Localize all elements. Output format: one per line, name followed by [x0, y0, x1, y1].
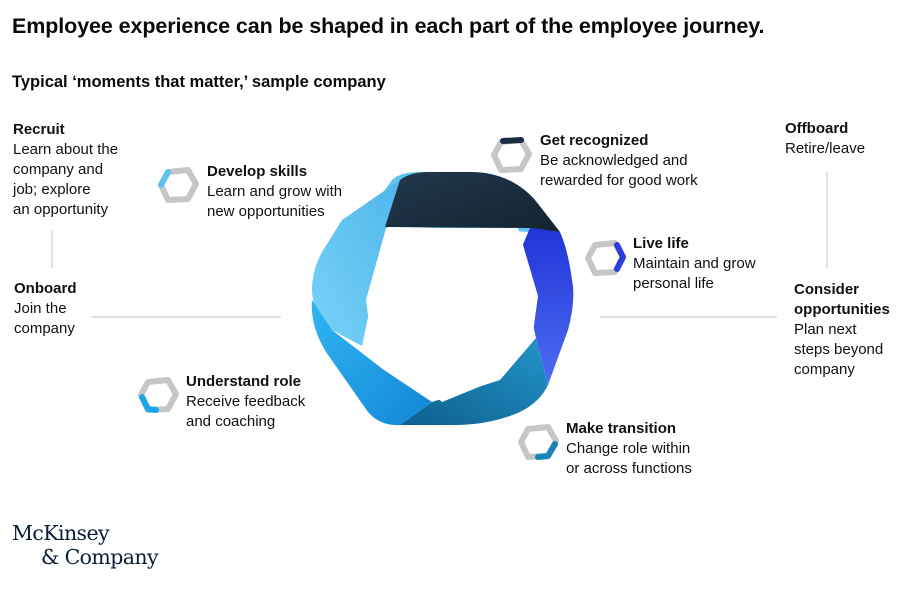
ring-segment-transition: [400, 338, 548, 425]
moment-develop-desc: Learn and grow with new opportunities: [207, 183, 343, 220]
ring-segment-understand: [311, 300, 432, 426]
stage-consider-title: Consider opportunities: [794, 281, 890, 318]
page-title: Employee experience can be shaped in eac…: [12, 14, 765, 38]
moment-livelife-title: Live life: [633, 235, 689, 252]
stage-recruit-desc: Learn about the company and job; explore…: [13, 141, 119, 218]
stage-consider-desc: Plan next steps beyond company: [794, 321, 884, 378]
understand-role-icon: [138, 377, 179, 413]
logo-line1: McKinsey: [12, 521, 110, 545]
stage-consider: Consider opportunities Plan next steps b…: [794, 280, 904, 380]
stage-onboard-title: Onboard: [14, 280, 77, 297]
moment-transition-title: Make transition: [566, 420, 677, 437]
moment-recognized: Get recognized Be acknowledged and rewar…: [540, 131, 730, 191]
moment-livelife-desc: Maintain and grow personal life: [633, 255, 756, 292]
get-recognized-icon: [491, 137, 532, 173]
moment-understand-title: Understand role: [186, 373, 302, 390]
moment-develop-title: Develop skills: [207, 163, 308, 180]
moment-understand: Understand role Receive feedback and coa…: [186, 372, 356, 432]
stage-onboard-desc: Join the company: [14, 300, 75, 337]
mckinsey-logo: McKinsey & Company: [12, 521, 159, 569]
stage-offboard-desc: Retire/leave: [785, 140, 866, 157]
stage-offboard: Offboard Retire/leave: [785, 119, 895, 159]
make-transition-icon: [518, 424, 559, 460]
ring-segment-develop-left: [312, 180, 400, 346]
ring-segment-recognized: [385, 172, 560, 232]
page-subtitle: Typical ‘moments that matter,’ sample co…: [12, 73, 386, 91]
ring-center: [366, 228, 538, 402]
develop-skills-icon: [158, 167, 199, 203]
ring-segment-livelife: [518, 228, 574, 385]
moment-recognized-desc: Be acknowledged and rewarded for good wo…: [540, 152, 698, 189]
logo-line2: & Company: [41, 545, 159, 569]
moment-livelife: Live life Maintain and grow personal lif…: [633, 234, 783, 294]
stage-offboard-title: Offboard: [785, 120, 849, 137]
stage-recruit-title: Recruit: [13, 121, 65, 138]
moment-recognized-title: Get recognized: [540, 132, 649, 149]
moment-understand-desc: Receive feedback and coaching: [186, 393, 306, 430]
moment-transition-desc: Change role within or across functions: [566, 440, 692, 477]
moment-develop: Develop skills Learn and grow with new o…: [207, 162, 377, 222]
live-life-icon: [585, 240, 626, 276]
stage-onboard: Onboard Join the company: [14, 279, 104, 339]
moment-transition: Make transition Change role within or ac…: [566, 419, 736, 479]
stage-recruit: Recruit Learn about the company and job;…: [13, 120, 153, 220]
